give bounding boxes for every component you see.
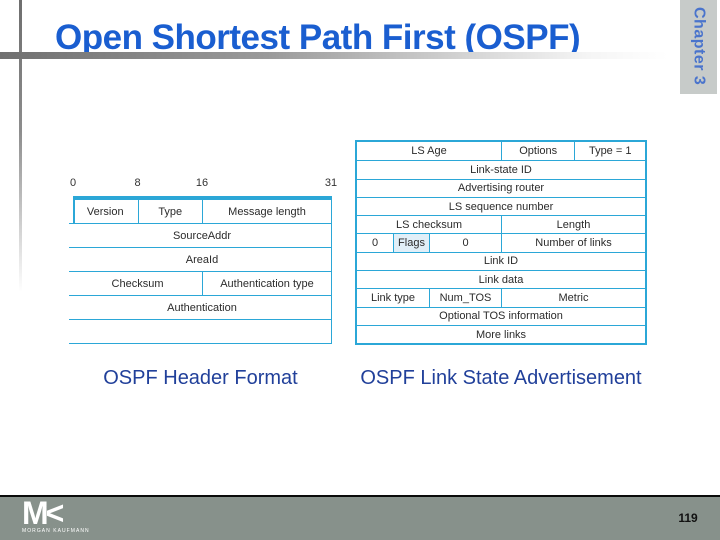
field-cell: Metric: [501, 289, 645, 307]
logo-text: MORGAN KAUFMANN: [22, 528, 90, 534]
field-cell: Type = 1: [574, 142, 645, 161]
field-cell: Version: [86, 205, 124, 218]
field-row: Link-state ID: [357, 160, 645, 178]
footer-bar: M< MORGAN KAUFMANN 119: [0, 497, 720, 540]
caption-lsa: OSPF Link State Advertisement: [360, 367, 642, 389]
field-cell: AreaId: [185, 253, 219, 266]
field-cell: Optional TOS information: [439, 310, 563, 323]
field-cell: LS sequence number: [448, 200, 554, 213]
field-cell: Type: [137, 200, 203, 223]
field-cell: LS Age: [411, 145, 447, 158]
field-row: Link data: [357, 270, 645, 288]
field-cell: Link data: [478, 273, 524, 286]
bit-scale: 0 8 16 31: [69, 177, 337, 192]
field-cell: Link type: [370, 292, 416, 305]
field-cell: Flags: [393, 234, 429, 252]
field-cell: 0: [429, 234, 501, 252]
field-cell: Number of links: [501, 234, 645, 252]
header-top-bar: [73, 196, 332, 200]
chapter-tab: Chapter 3: [680, 0, 717, 94]
bit-label: 0: [69, 177, 77, 189]
field-row: Checksum Authentication type: [69, 272, 331, 296]
field-cell: SourceAddr: [172, 229, 232, 242]
left-accent-line: [19, 0, 22, 292]
footer-divider: [0, 495, 720, 497]
field-row: Link ID: [357, 251, 645, 270]
field-cell: Checksum: [111, 277, 164, 290]
field-row: More links: [357, 324, 645, 343]
field-cell: [73, 320, 331, 343]
field-cell: Link-state ID: [470, 163, 532, 176]
header-row1-left-border: [73, 200, 75, 223]
bit-label: 16: [195, 177, 209, 189]
field-cell: Advertising router: [457, 182, 545, 195]
field-row: Advertising router: [357, 178, 645, 197]
field-row: LS sequence number: [357, 196, 645, 215]
bit-label: 31: [324, 177, 338, 189]
caption-header-format: OSPF Header Format: [103, 367, 298, 389]
publisher-logo: M< MORGAN KAUFMANN: [22, 495, 90, 534]
field-cell: Options: [501, 142, 574, 161]
field-row: [69, 320, 331, 344]
field-cell: Length: [501, 216, 645, 234]
field-row: Optional TOS information: [357, 306, 645, 325]
field-cell: Authentication: [167, 301, 237, 314]
bit-label: 8: [134, 177, 141, 189]
field-row: SourceAddr: [69, 224, 331, 248]
field-cell: More links: [475, 328, 527, 341]
field-cell: Num_TOS: [429, 289, 501, 307]
field-cell: 0: [371, 237, 379, 250]
field-cell: Link ID: [483, 255, 519, 268]
field-row: AreaId: [69, 248, 331, 272]
field-cell: Authentication type: [202, 272, 331, 295]
field-cell: Message length: [202, 200, 331, 223]
field-cell: LS checksum: [395, 218, 463, 231]
field-row: LS checksum Length: [357, 215, 645, 234]
field-row: Authentication: [69, 296, 331, 320]
logo-mark: M<: [22, 495, 64, 531]
page-title: Open Shortest Path First (OSPF): [55, 18, 581, 57]
page-number: 119: [678, 511, 698, 525]
chapter-tab-label: Chapter 3: [690, 7, 708, 86]
title-underline-rule: [0, 52, 668, 59]
